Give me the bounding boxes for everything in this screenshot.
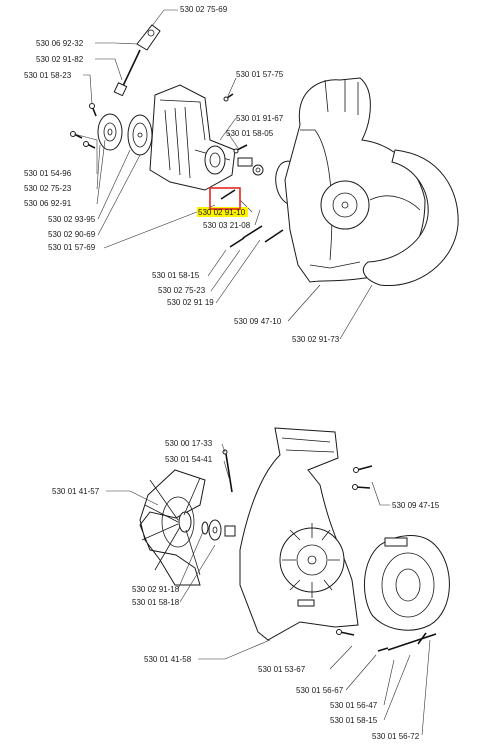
washer-part <box>201 519 236 541</box>
part-label: 530 01 54-96 <box>24 169 72 178</box>
volute-inner-line <box>369 195 421 211</box>
part-label: 530 01 58-15 <box>330 716 378 725</box>
part-label: 530 09 47-15 <box>392 501 440 510</box>
part-label: 530 01 58-05 <box>226 129 274 138</box>
part-label: 530 02 91-82 <box>36 55 84 64</box>
part-label: 530 03 21-08 <box>203 221 251 230</box>
part-label: 530 01 58-18 <box>132 598 180 607</box>
part-label: 530 01 57-75 <box>236 70 284 79</box>
part-label: 530 01 57-69 <box>48 243 96 252</box>
part-label: 530 01 54-41 <box>165 455 213 464</box>
part-label: 530 06 92-91 <box>24 199 72 208</box>
part-label: 530 02 75-23 <box>24 184 72 193</box>
part-label: 530 01 58-23 <box>24 71 72 80</box>
bottom-leader-lines <box>106 443 431 736</box>
part-label: 530 01 91-67 <box>236 114 284 123</box>
part-label: 530 02 91 19 <box>167 298 214 307</box>
part-label: 530 01 56-67 <box>296 686 344 695</box>
highlighted-part-label: 530 02 91-10 <box>198 208 246 217</box>
lower-housing-part <box>239 427 359 641</box>
top-leader-lines <box>73 9 373 340</box>
part-label: 530 02 75-69 <box>180 5 228 14</box>
bottom-labels: 530 00 17-33 530 01 54-41 530 01 41-57 5… <box>52 439 440 741</box>
volute-cover-part <box>362 149 459 287</box>
part-label: 530 02 91-18 <box>132 585 180 594</box>
small-screw-part <box>70 103 97 149</box>
part-label: 530 01 53-67 <box>258 665 306 674</box>
engine-block-part <box>149 84 264 191</box>
part-label: 530 02 90-69 <box>48 230 96 239</box>
highlighted-part-box <box>209 187 241 210</box>
part-label: 530 02 93-95 <box>48 215 96 224</box>
part-label: 530 02 75-23 <box>158 286 206 295</box>
part-label: 530 09 47-10 <box>234 317 282 326</box>
part-label: 530 02 91-73 <box>292 335 340 344</box>
cover-disc-part <box>363 535 450 631</box>
part-label: 530 01 56-47 <box>330 701 378 710</box>
part-label: 530 01 56-72 <box>372 732 420 741</box>
fan-housing-part <box>284 77 426 283</box>
t-handle-key-part <box>113 24 161 97</box>
starter-pulley-part <box>97 113 153 156</box>
highlighted-label-background <box>197 207 248 217</box>
part-label: 530 01 58-15 <box>152 271 200 280</box>
top-labels: 530 02 75-69 530 06 92-32 530 02 91-82 5… <box>24 5 340 344</box>
part-label: 530 01 41-57 <box>52 487 100 496</box>
bolt-part <box>220 93 284 248</box>
part-label: 530 01 41-58 <box>144 655 192 664</box>
part-label: 530 06 92-32 <box>36 39 84 48</box>
fan-impeller-part <box>139 469 206 586</box>
part-label: 530 00 17-33 <box>165 439 213 448</box>
